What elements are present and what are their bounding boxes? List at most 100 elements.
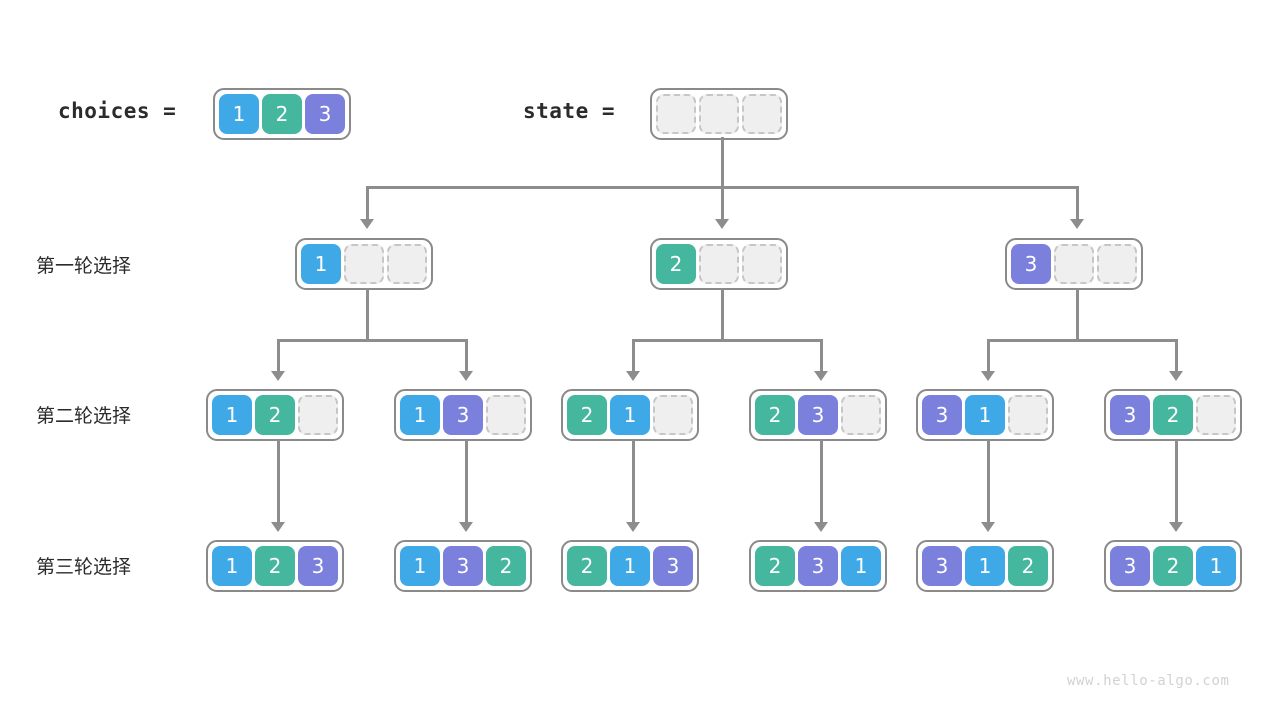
- connector-bar-b3: [988, 339, 1178, 342]
- round2-node5-cell-3: [1008, 395, 1048, 435]
- state-array: [650, 88, 788, 140]
- round2-node4-cell-3: [841, 395, 881, 435]
- round3-node5-cell-3: 2: [1008, 546, 1048, 586]
- state-cell-1: [656, 94, 696, 134]
- round1-node3-cell-2: [1054, 244, 1094, 284]
- connector-drop-b1-1: [277, 339, 280, 372]
- round1-node3-cell-1: 3: [1011, 244, 1051, 284]
- choices-cell-1: 1: [219, 94, 259, 134]
- round2-node3-cell-1: 2: [567, 395, 607, 435]
- connector-drop-b2-2: [820, 339, 823, 372]
- round3-node4-cell-1: 2: [755, 546, 795, 586]
- connector-bar-b2: [633, 339, 823, 342]
- round2-node3-cell-3: [653, 395, 693, 435]
- round3-node3-cell-2: 1: [610, 546, 650, 586]
- arrow-b3-2: [1169, 371, 1183, 381]
- connector-drop-leaf-4: [820, 439, 823, 523]
- connector-bar-b1: [278, 339, 468, 342]
- state-cell-3: [742, 94, 782, 134]
- arrow-root-2: [715, 219, 729, 229]
- state-label: state =: [523, 99, 616, 123]
- round3-node3-cell-3: 3: [653, 546, 693, 586]
- round2-node1-cell-2: 2: [255, 395, 295, 435]
- round3-node5-cell-2: 1: [965, 546, 1005, 586]
- connector-stem-b2: [721, 288, 724, 340]
- arrow-root-3: [1070, 219, 1084, 229]
- choices-label: choices =: [58, 99, 177, 123]
- connector-stem-root: [721, 137, 724, 188]
- round3-node6-cell-1: 3: [1110, 546, 1150, 586]
- row-label-round-3: 第三轮选择: [36, 556, 132, 578]
- round3-node2-cell-1: 1: [400, 546, 440, 586]
- round2-node2-cell-3: [486, 395, 526, 435]
- connector-drop-root-1: [366, 186, 369, 220]
- round1-node3-cell-3: [1097, 244, 1137, 284]
- connector-drop-b3-2: [1175, 339, 1178, 372]
- connector-drop-b1-2: [465, 339, 468, 372]
- arrow-b3-1: [981, 371, 995, 381]
- round2-node3-cell-2: 1: [610, 395, 650, 435]
- connector-drop-root-2: [721, 186, 724, 220]
- round2-node5-cell-2: 1: [965, 395, 1005, 435]
- round2-node2-cell-2: 3: [443, 395, 483, 435]
- arrow-b1-2: [459, 371, 473, 381]
- round3-node2-cell-2: 3: [443, 546, 483, 586]
- arrow-b1-1: [271, 371, 285, 381]
- arrow-leaf-4: [814, 522, 828, 532]
- arrow-leaf-3: [626, 522, 640, 532]
- connector-drop-root-3: [1076, 186, 1079, 220]
- node-round1-1: 1: [295, 238, 433, 290]
- connector-drop-b2-1: [632, 339, 635, 372]
- round3-node6-cell-2: 2: [1153, 546, 1193, 586]
- round1-node2-cell-2: [699, 244, 739, 284]
- round2-node6-cell-3: [1196, 395, 1236, 435]
- round2-node1-cell-1: 1: [212, 395, 252, 435]
- arrow-leaf-2: [459, 522, 473, 532]
- round2-node4-cell-1: 2: [755, 395, 795, 435]
- round3-node1-cell-3: 3: [298, 546, 338, 586]
- arrow-leaf-1: [271, 522, 285, 532]
- round1-node1-cell-1: 1: [301, 244, 341, 284]
- state-cell-2: [699, 94, 739, 134]
- connector-drop-leaf-3: [632, 439, 635, 523]
- connector-stem-b1: [366, 288, 369, 340]
- round3-node4-cell-2: 3: [798, 546, 838, 586]
- round1-node2-cell-1: 2: [656, 244, 696, 284]
- round1-node2-cell-3: [742, 244, 782, 284]
- connector-drop-leaf-6: [1175, 439, 1178, 523]
- arrow-b2-1: [626, 371, 640, 381]
- round3-node2-cell-3: 2: [486, 546, 526, 586]
- round3-node5-cell-1: 3: [922, 546, 962, 586]
- round2-node5-cell-1: 3: [922, 395, 962, 435]
- node-round1-2: 2: [650, 238, 788, 290]
- round2-node6-cell-2: 2: [1153, 395, 1193, 435]
- round1-node1-cell-3: [387, 244, 427, 284]
- arrow-leaf-5: [981, 522, 995, 532]
- arrow-root-1: [360, 219, 374, 229]
- connector-drop-leaf-2: [465, 439, 468, 523]
- row-label-round-1: 第一轮选择: [36, 255, 132, 277]
- choices-cell-2: 2: [262, 94, 302, 134]
- arrow-leaf-6: [1169, 522, 1183, 532]
- node-round1-3: 3: [1005, 238, 1143, 290]
- choices-cell-3: 3: [305, 94, 345, 134]
- round3-node1-cell-1: 1: [212, 546, 252, 586]
- round2-node6-cell-1: 3: [1110, 395, 1150, 435]
- round3-node3-cell-1: 2: [567, 546, 607, 586]
- round2-node1-cell-3: [298, 395, 338, 435]
- round3-node1-cell-2: 2: [255, 546, 295, 586]
- connector-drop-leaf-5: [987, 439, 990, 523]
- round3-node6-cell-3: 1: [1196, 546, 1236, 586]
